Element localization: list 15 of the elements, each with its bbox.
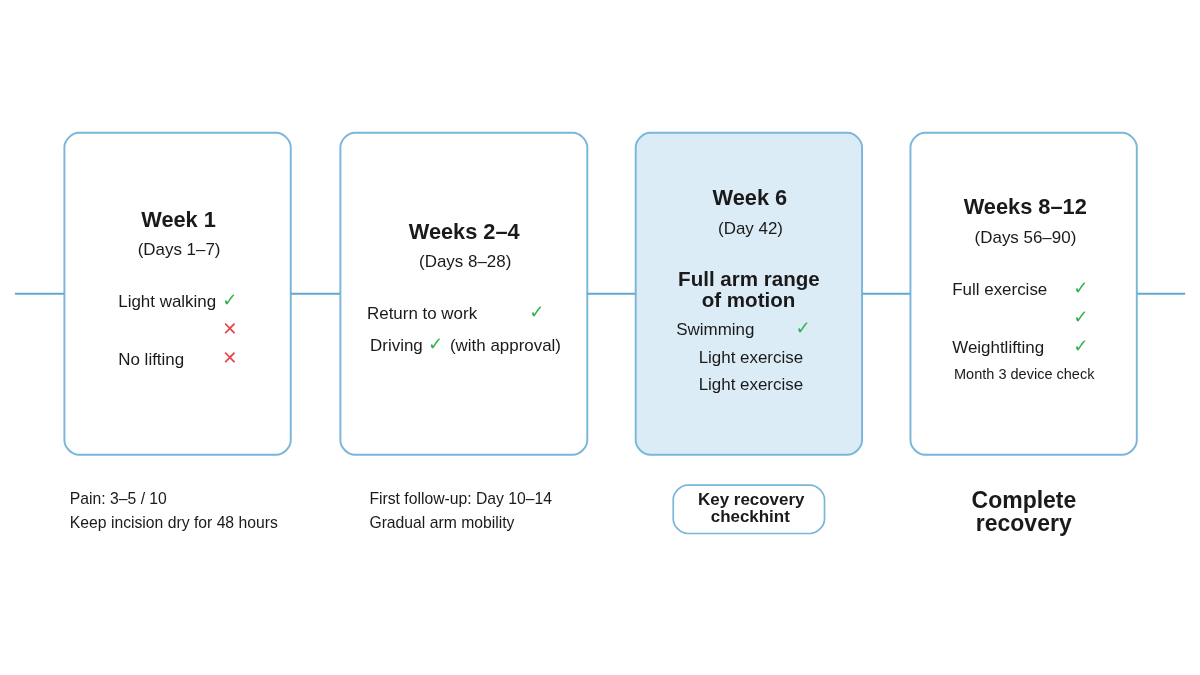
node-box: Key recovery checkhint <box>672 483 826 534</box>
node-box: Weeks 8–12 (Days 56–90) Full exercise ✓ ✓ Weightlifting ✓ Month 3 device check <box>909 131 1138 456</box>
node-label: Gradual arm mobility <box>369 513 515 531</box>
node-label: First follow-up: Day 10–14 <box>369 489 553 507</box>
node-label: Complete recovery <box>971 486 1077 536</box>
node-box: Week 1 (Days 1–7) Light walking ✓ ✕ No lifting ✕ <box>63 131 292 456</box>
connector <box>586 292 637 295</box>
node-box: Weeks 2–4 (Days 8–28) Return to work ✓ Driving ✓ (with approval) <box>339 131 589 456</box>
node-label: Pain: 3–5 / 10 <box>69 489 167 507</box>
connector <box>861 292 912 295</box>
connector <box>290 292 341 295</box>
connector <box>13 292 66 295</box>
node-label: Keep incision dry for 48 hours <box>69 513 278 531</box>
connector <box>1136 292 1187 295</box>
node-box: Week 6 (Day 42) Full arm range of motion Swimming ✓ Light exercise Light exercise <box>634 131 863 456</box>
